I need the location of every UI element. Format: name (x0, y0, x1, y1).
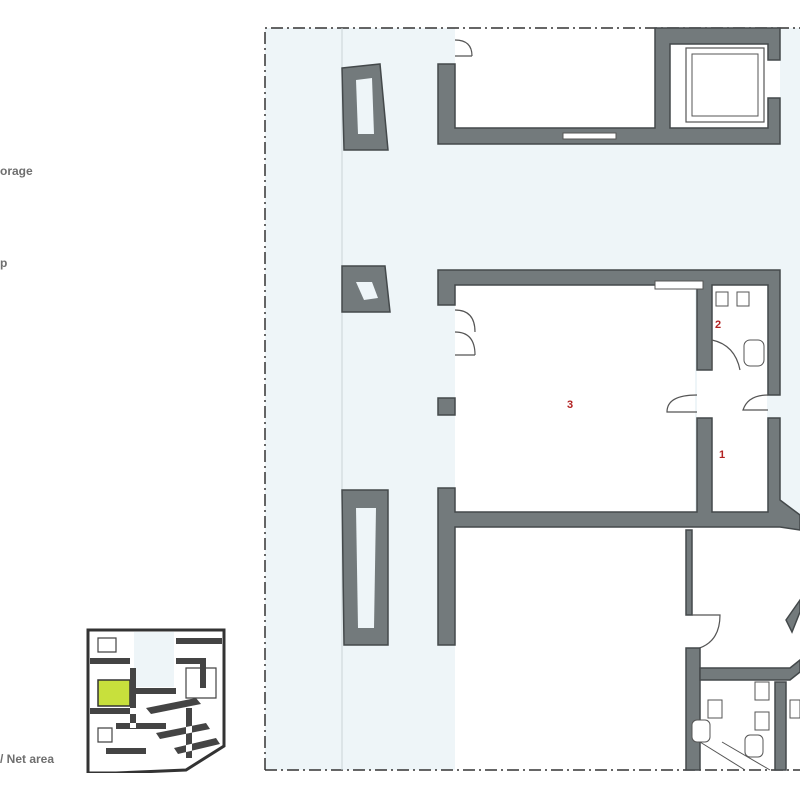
column-top-void (356, 78, 374, 134)
elevator-shaft (685, 47, 765, 123)
key-plan-walls (90, 638, 222, 758)
site-boundary (264, 27, 800, 770)
bidet-icon (736, 291, 750, 307)
elevator-cab (691, 53, 759, 117)
room-3-window (654, 280, 704, 290)
top-room-walls (437, 27, 781, 145)
door-room-1-left-icon (666, 394, 698, 413)
door-room-2-icon (711, 339, 741, 371)
legend-footer-net-area: / Net area (0, 752, 55, 766)
wc-sink-icon (691, 719, 711, 743)
room-top-interior (455, 28, 655, 128)
wc-door-line-2 (721, 741, 771, 771)
door-top-icon (454, 39, 473, 57)
room-lower-interior (455, 527, 695, 770)
wc-sink-2-icon (744, 734, 764, 758)
key-plan-thumbnail (86, 628, 226, 773)
wc-urinal-3-icon (789, 699, 800, 719)
wc-urinal-1-icon (754, 681, 770, 701)
key-plan-highlight (97, 679, 131, 707)
room-3-interior (455, 285, 695, 515)
wc-angled-wall (785, 598, 800, 634)
door-room-1-right-icon (742, 394, 769, 411)
room-number-2: 2 (715, 319, 721, 331)
legend-item-p: p (0, 256, 8, 270)
door-room-3-icon (454, 309, 476, 356)
sink-icon (743, 339, 765, 367)
toilet-icon (715, 291, 729, 307)
legend-item-storage: orage (0, 164, 33, 178)
wc-right-wall (774, 681, 787, 771)
wc-left-wall (685, 647, 701, 771)
key-plan-rooms (97, 637, 217, 743)
room-number-1: 1 (719, 449, 725, 461)
room-number-3: 3 (567, 399, 573, 411)
top-window (562, 132, 617, 140)
wc-door-line (699, 741, 746, 771)
wc-urinal-2-icon (754, 711, 770, 731)
lower-partition-wall (685, 529, 693, 616)
column-middle-void (356, 282, 378, 300)
column-bottom-void (356, 508, 376, 628)
wc-toilet-icon (707, 699, 723, 719)
room-3-pillar (437, 397, 456, 416)
wc-top-wall (699, 659, 800, 681)
key-plan-courtyard (134, 632, 174, 687)
room-3-lower-walls (437, 417, 800, 646)
